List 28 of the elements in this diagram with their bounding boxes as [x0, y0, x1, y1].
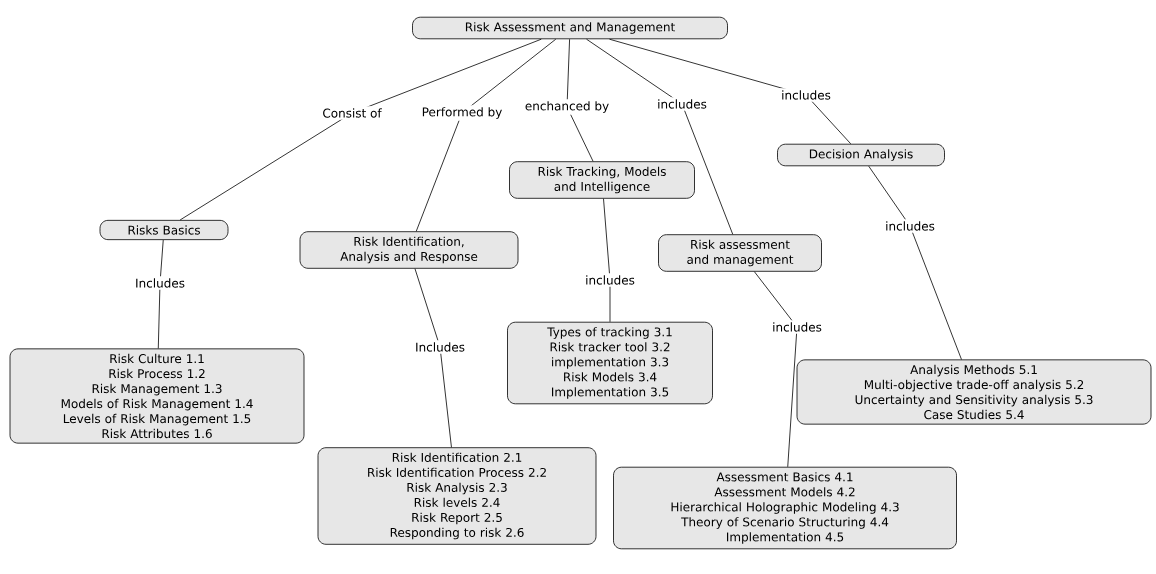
edge-label: Includes — [133, 276, 187, 290]
topic-list-box: Risk Culture 1.1 Risk Process 1.2 Risk Management 1.3 Models of Risk Management 1.4 Levels of Risk Management 1.5 Risk Attributes 1.6 — [9, 348, 305, 444]
concept-box: Risks Basics — [99, 219, 229, 241]
edge-label: Includes — [413, 340, 467, 354]
concept-box: Decision Analysis — [777, 143, 945, 167]
edge-label: Performed by — [419, 105, 505, 121]
edge-label: includes — [655, 97, 709, 111]
connector-line — [414, 268, 452, 448]
topic-list-box: Types of tracking 3.1 Risk tracker tool 3.2 implementation 3.3 Risk Models 3.4 Implementation 3.5 — [507, 321, 713, 405]
concept-box: Risk assessment and management — [658, 234, 822, 272]
topic-list-box: Analysis Methods 5.1 Multi-objective trade-off analysis 5.2 Uncertainty and Sensitivity analysis 5.3 Case Studies 5.4 — [796, 359, 1152, 425]
edge-label: includes — [779, 88, 833, 102]
concept-box: Risk Assessment and Management — [412, 16, 728, 40]
edge-label: Consist of — [320, 106, 384, 120]
connector-line — [868, 165, 962, 360]
connector-line — [415, 38, 557, 232]
connector-line — [603, 198, 611, 323]
edge-label: enchanced by — [522, 99, 612, 115]
edge-label: includes — [883, 219, 937, 233]
topic-list-box: Risk Identification 2.1 Risk Identification Process 2.2 Risk Analysis 2.3 Risk levels 2.4 Risk Report 2.5 Responding to risk 2.6 — [317, 447, 597, 545]
concept-box: Risk Tracking, Models and Intelligence — [509, 161, 695, 199]
edge-label: includes — [770, 320, 824, 334]
concept-box: Risk Identification, Analysis and Response — [299, 231, 519, 269]
connector-line — [179, 38, 542, 221]
topic-list-box: Assessment Basics 4.1 Assessment Models 4.2 Hierarchical Holographic Modeling 4.3 Theory of Scenario Structuring 4.4 Implementation 4.5 — [613, 466, 957, 550]
connector-line — [586, 38, 734, 235]
connector-line — [754, 271, 798, 468]
edge-label: includes — [583, 273, 637, 287]
